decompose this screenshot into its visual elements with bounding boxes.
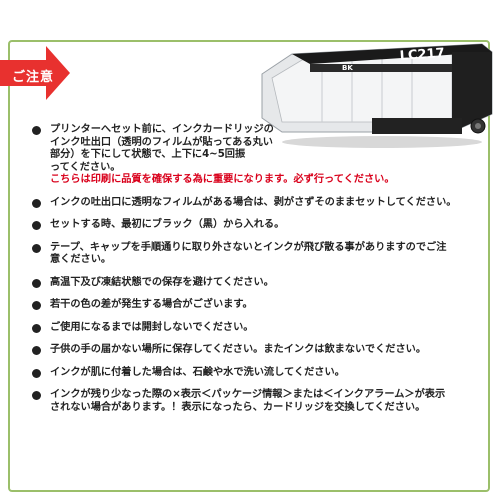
bullet-icon	[32, 301, 41, 310]
list-item: セットする時、最初にブラック（黒）から入れる。	[32, 219, 472, 232]
list-item: ご使用になるまでは開封しないでください。	[32, 322, 472, 335]
bullet-icon	[32, 243, 41, 253]
bullet-icon	[32, 323, 41, 333]
arrow-tab-shape	[0, 46, 70, 100]
cartridge-model-label: LC217	[399, 46, 445, 64]
bullet-icon	[32, 126, 41, 135]
ink-cartridge-image: LC217 BK	[252, 14, 500, 154]
bullet-icon	[32, 278, 41, 288]
list-item: プリンターへセット前に、インクカードリッジの インク吐出口（透明のフィルムが貼っ…	[32, 124, 472, 187]
bullet-icon	[32, 198, 41, 208]
bullet-icon	[32, 368, 41, 378]
bullet-icon	[32, 391, 41, 400]
list-item: テープ、キャップを手順通りに取り外さないとインクが飛び散る事がありますのでご注 …	[32, 242, 472, 267]
warning-text: こちらは印刷に品質を確保する為に重要になります。必ず行ってください。	[50, 174, 395, 185]
bullet-icon	[32, 346, 41, 355]
list-item: 若干の色の差が発生する場合がございます。	[32, 299, 472, 312]
notice-title: ご注意	[12, 70, 55, 85]
list-item: インクが残り少なった際の×表示＜パッケージ情報＞または＜インクアラーム＞が表示 …	[32, 389, 472, 414]
notice-tab: ご注意	[0, 46, 70, 100]
list-item: 高温下及び凍結状態での保存を避けてください。	[32, 277, 472, 290]
cartridge-color-label: BK	[342, 64, 353, 72]
notice-list: プリンターへセット前に、インクカードリッジの インク吐出口（透明のフィルムが貼っ…	[32, 124, 472, 424]
list-item: インクが肌に付着した場合は、石鹸や水で洗い流してください。	[32, 367, 472, 380]
bullet-icon	[32, 221, 41, 230]
list-item: インクの吐出口に透明なフィルムがある場合は、剥がさずそのままセットしてください。	[32, 197, 472, 210]
list-item: 子供の手の届かない場所に保存してください。またインクは飲まないでください。	[32, 344, 472, 357]
